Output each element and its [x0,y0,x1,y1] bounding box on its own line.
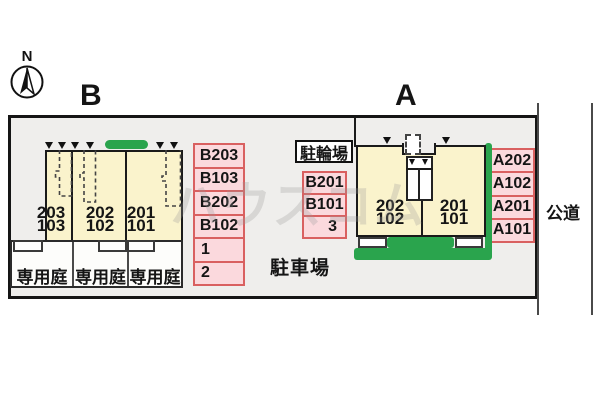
garden-label-3: 専用庭 [129,268,181,287]
entrance-marker-icon [45,142,53,149]
public-road-label: 公道 [546,204,580,223]
entrance-marker-icon [409,159,415,165]
unit-number-a2: 202 102 [365,196,415,228]
road-line-outer [591,103,593,315]
hedge-bar-b-top [105,140,148,149]
porch [127,240,155,252]
hedge-bar-a-right [485,143,492,260]
compass-n-label: N [22,48,33,65]
unit-lower: 101 [126,215,156,235]
north-compass-icon: N [10,48,44,99]
building-a-title: A [395,79,417,112]
unit-number-b2: 202 102 [75,203,125,235]
garden-divider [72,242,74,286]
building-b-unit-divider-1 [71,150,73,247]
entrance-marker-icon [383,137,391,144]
entrance-marker-icon [170,142,178,149]
unit-upper: 203 [36,203,66,222]
building-b-body [45,150,183,247]
hedge-bar-a-bottom [354,248,491,260]
unit-upper: 201 [439,196,469,215]
entrance-marker-icon [422,159,428,165]
parking-space: B202 [193,190,245,216]
parking-space: A102 [489,171,535,197]
parking-space: B102 [193,213,245,239]
parking-space: A201 [489,194,535,220]
parking-space: B101 [302,193,347,217]
unit-upper: 202 [375,196,405,215]
unit-lower: 103 [36,215,66,235]
entrance-marker-icon [86,142,94,149]
parking-space: B203 [193,143,245,169]
unit-number-b3: 203 103 [29,203,73,235]
entrance-marker-icon [156,142,164,149]
entrance-marker-icon [71,142,79,149]
hedge-bar-a-mid [387,237,454,248]
unit-number-b1: 201 101 [116,203,166,235]
bike-parking-box: 駐輪場 [295,140,353,163]
stairwell-divider [418,168,420,201]
parking-space: B201 [302,171,347,195]
garden-divider [127,242,129,286]
parking-space: B103 [193,166,245,192]
porch [455,237,483,248]
parking-space: A101 [489,217,535,243]
unit-number-a1: 201 101 [429,196,479,228]
unit-upper: 202 [85,203,115,222]
unit-lower: 101 [439,208,469,228]
unit-lower: 102 [375,208,405,228]
porch [98,240,127,252]
entrance-marker-icon [58,142,66,149]
bike-parking-label: 駐輪場 [299,145,348,163]
parking-space: 2 [193,260,245,286]
parking-space: 3 [302,215,347,239]
garden-label-1: 専用庭 [16,268,68,287]
building-a-unit-divider [421,201,423,237]
stair-approach-dashed [405,134,421,155]
road-line-inner [537,103,539,315]
unit-lower: 102 [85,215,115,235]
boundary-line-a [354,117,356,147]
building-b-title: B [80,79,102,112]
porch [13,240,43,252]
parking-lot-label: 駐車場 [270,258,331,279]
entrance-marker-icon [442,137,450,144]
building-b-unit-divider-2 [125,150,127,247]
porch [358,237,387,248]
parking-space: A202 [489,148,535,174]
parking-column-b: B203 B103 B202 B102 1 2 [193,143,245,286]
unit-upper: 201 [126,203,156,222]
parking-space: 1 [193,237,245,263]
garden-label-2: 専用庭 [75,268,126,287]
parking-column-a: A202 A102 A201 A101 [489,148,535,243]
parking-column-mid: B201 B101 3 [302,171,347,239]
